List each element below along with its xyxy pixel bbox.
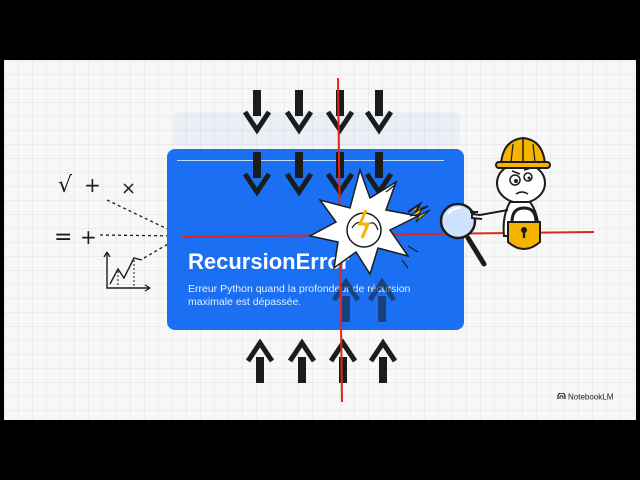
faded-card-shadow	[174, 112, 460, 146]
bar-chart-icon	[103, 251, 151, 292]
notebooklm-label: NotebookLM	[568, 392, 614, 402]
hard-hat-icon	[495, 136, 551, 169]
times-symbol: ×	[121, 178, 136, 199]
equals-symbol: =	[54, 225, 72, 250]
card-description: Erreur Python quand la profondeur de réc…	[188, 283, 411, 308]
worker-character-icon	[470, 162, 546, 237]
arrow-up-icon	[331, 343, 355, 383]
notebooklm-branding: NotebookLM	[557, 392, 613, 401]
card-divider	[177, 160, 444, 161]
padlock-icon	[507, 206, 541, 250]
arrow-up-icon	[248, 343, 272, 383]
card-title: RecursionError	[188, 249, 350, 274]
math-symbols-icon: √ + × = +	[54, 173, 136, 250]
plus-symbol: +	[84, 173, 101, 197]
arrow-up-icon	[371, 343, 395, 383]
arrow-up-icon	[290, 343, 314, 383]
notebooklm-logo-icon	[557, 393, 566, 400]
plus-symbol-2: +	[80, 225, 97, 249]
slide: √ + × = + RecursionError Erreur Python q…	[4, 60, 636, 420]
recursion-error-card: RecursionError Erreur Python quand la pr…	[167, 149, 464, 330]
sqrt-symbol: √	[58, 173, 73, 198]
